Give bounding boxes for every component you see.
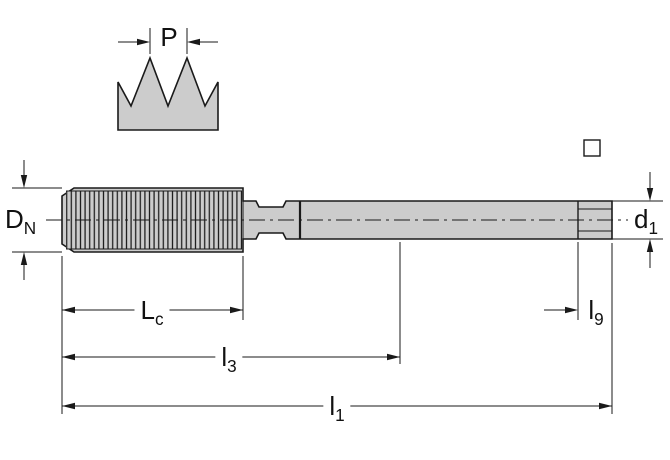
thread-profile-detail [117, 55, 219, 131]
dimension-l9 [544, 306, 578, 314]
diameter-d1-dimension [612, 172, 663, 268]
label-thread-length: Lc [134, 297, 170, 329]
label-length-l3: l3 [215, 344, 243, 376]
label-pitch: P [160, 22, 178, 52]
label-overall-length: l1 [323, 393, 351, 425]
pitch-dimension [118, 28, 218, 54]
extension-lines [61, 242, 613, 414]
square-end-symbol [583, 139, 601, 157]
label-shank-diameter: d1 [634, 204, 659, 239]
label-square-length: l9 [588, 295, 604, 330]
diameter-dn-dimension [12, 160, 62, 280]
label-nominal-diameter: DN [5, 204, 37, 239]
